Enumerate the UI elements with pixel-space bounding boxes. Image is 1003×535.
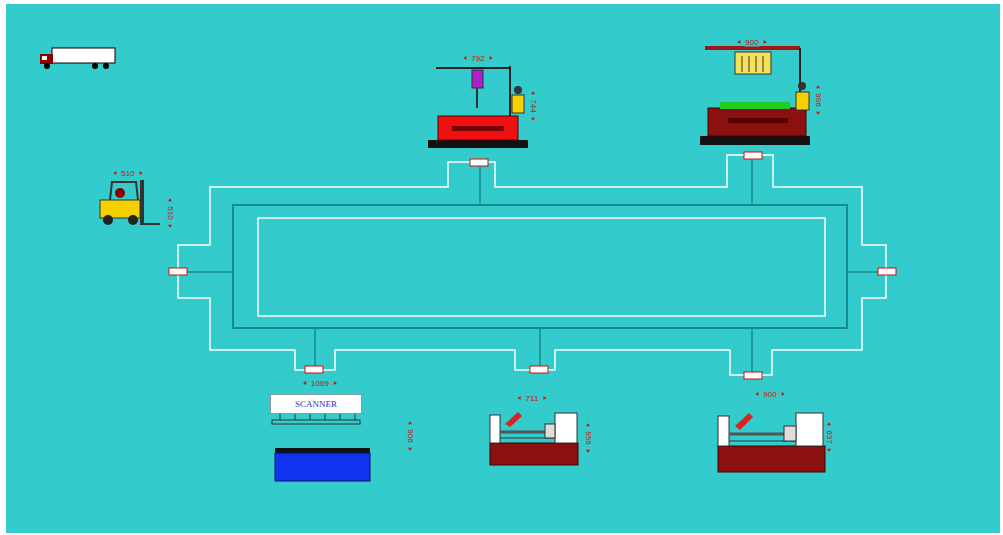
dimension-label: 900 <box>744 38 759 47</box>
lathe-icon <box>490 412 578 465</box>
dimension-label: 711 <box>525 394 540 403</box>
dimension-arrow <box>140 171 143 175</box>
dimension-arrow <box>755 392 758 396</box>
lathe-icon <box>718 413 825 472</box>
dimension-label: 510 <box>120 169 135 178</box>
dimension-arrow <box>168 225 172 228</box>
dimension-label: 906 <box>406 428 415 443</box>
conveyor-track <box>233 205 847 328</box>
dimension-arrow <box>408 421 412 424</box>
dimension-arrow <box>816 112 820 115</box>
dimension-arrow <box>586 423 590 426</box>
conveyor-outer <box>178 155 886 375</box>
dimension-arrow <box>518 396 521 400</box>
dimension-label: 792 <box>470 54 485 63</box>
dimension-arrow <box>334 381 337 385</box>
dimension-arrow <box>782 392 785 396</box>
scanner-table-icon <box>272 414 370 481</box>
dimension-arrow <box>531 91 535 94</box>
drill-press-icon <box>428 66 528 148</box>
truck-icon <box>40 48 115 69</box>
dimension-arrow <box>543 396 546 400</box>
dimension-arrow <box>463 56 466 60</box>
dimension-arrow <box>168 198 172 201</box>
dimension-arrow <box>408 448 412 451</box>
dimension-label: 900 <box>762 390 777 399</box>
dimension-arrow <box>531 118 535 121</box>
press-icon <box>700 48 810 145</box>
dimension-arrow <box>827 449 831 452</box>
dimension-label: 744 <box>529 98 538 113</box>
dimension-label: 996 <box>814 92 823 107</box>
spur-lines <box>180 160 884 372</box>
conveyor-inner <box>258 218 825 316</box>
dimension-label: 637 <box>825 429 834 444</box>
dimension-arrow <box>827 422 831 425</box>
dimension-label: 1069 <box>310 379 330 388</box>
dimension-arrow <box>816 85 820 88</box>
dimension-label: 510 <box>166 205 175 220</box>
dimension-arrow <box>586 450 590 453</box>
scanner-box: SCANNER <box>270 394 362 414</box>
forklift-icon <box>100 180 160 225</box>
dimension-arrow <box>490 56 493 60</box>
dimension-label: 956 <box>584 430 593 445</box>
dimension-arrow <box>303 381 306 385</box>
stop-markers <box>169 152 896 379</box>
dimension-arrow <box>113 171 116 175</box>
floor <box>6 4 1000 533</box>
dimension-arrow <box>737 40 740 44</box>
dimension-arrow <box>764 40 767 44</box>
scanner-label: SCANNER <box>291 397 341 411</box>
